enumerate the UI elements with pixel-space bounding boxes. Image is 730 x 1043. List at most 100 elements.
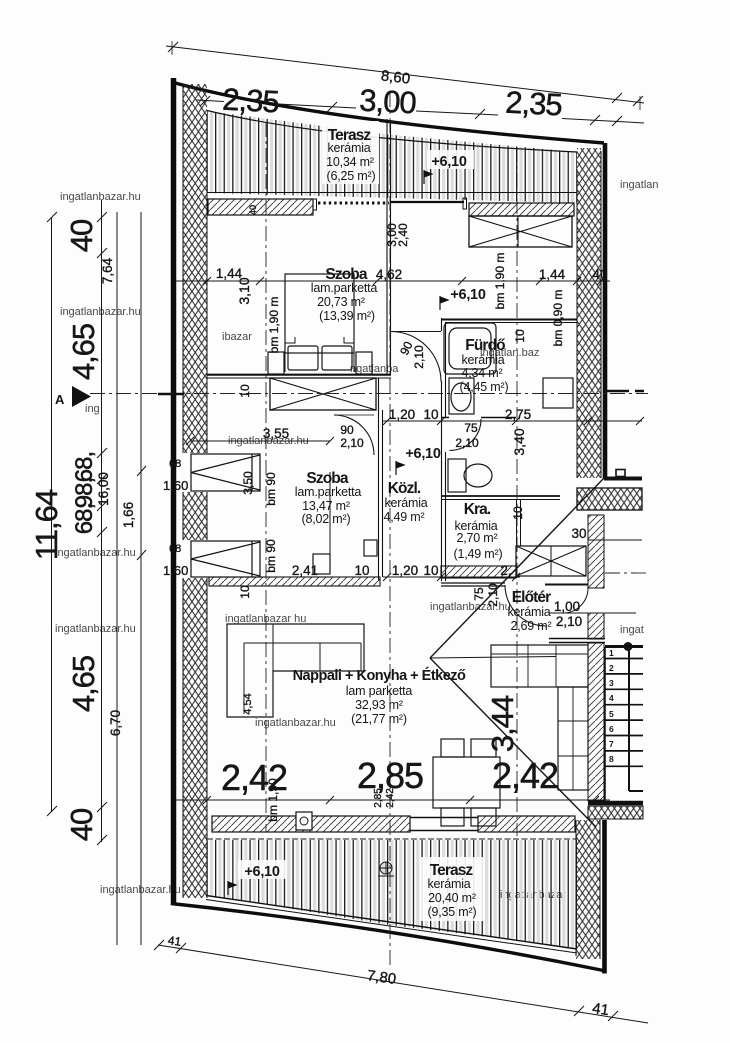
svg-text:2,70 m²: 2,70 m² (457, 531, 498, 545)
svg-text:(4,45 m²): (4,45 m²) (460, 380, 509, 394)
svg-text:Terasz: Terasz (328, 127, 372, 144)
svg-text:41: 41 (591, 1000, 610, 1019)
svg-text:3: 3 (609, 678, 614, 688)
svg-text:1,60: 1,60 (163, 563, 188, 578)
svg-text:2,10: 2,10 (556, 614, 582, 629)
svg-text:ing: ing (85, 403, 100, 415)
svg-text:4: 4 (609, 693, 614, 703)
svg-text:Közl.: Közl. (388, 480, 421, 497)
svg-text:1,44: 1,44 (539, 267, 566, 282)
svg-text:5: 5 (609, 709, 614, 719)
svg-text:3,00: 3,00 (359, 83, 418, 121)
svg-text:1,44: 1,44 (216, 266, 243, 281)
svg-text:40: 40 (248, 205, 258, 215)
svg-text:ingatlanbazar.hu: ingatlanbazar.hu (430, 601, 511, 613)
svg-text:ingatlan: ingatlan (620, 179, 659, 191)
svg-text:2,40: 2,40 (396, 223, 410, 247)
svg-text:40: 40 (64, 219, 99, 252)
svg-text:4,54: 4,54 (242, 693, 254, 714)
svg-text:1,00: 1,00 (554, 599, 580, 614)
svg-text:ingatlan.baz: ingatlan.baz (480, 347, 539, 359)
svg-text:4,49 m²: 4,49 m² (384, 510, 425, 524)
svg-text:ingatlanbazar.hu: ingatlanbazar.hu (55, 623, 136, 635)
svg-text:10: 10 (238, 384, 252, 398)
svg-text:ingatlanbazar.hu: ingatlanbazar.hu (60, 191, 141, 203)
svg-text:ingatlanbazar.hu: ingatlanbazar.hu (60, 306, 141, 318)
svg-text:kerámia: kerámia (461, 353, 504, 367)
svg-text:2,85: 2,85 (373, 788, 384, 808)
svg-text:68,: 68, (71, 504, 98, 534)
svg-text:ingatlanbazar.hu: ingatlanbazar.hu (55, 547, 136, 559)
svg-text:(1,49 m²): (1,49 m²) (454, 547, 503, 561)
svg-text:41: 41 (167, 933, 182, 949)
svg-text:11,64: 11,64 (29, 489, 64, 560)
svg-text:10: 10 (423, 563, 438, 578)
svg-text:32,93 m²: 32,93 m² (355, 698, 403, 712)
svg-text:90: 90 (340, 423, 354, 437)
svg-text:Előtér: Előtér (512, 589, 551, 606)
svg-text:68,: 68, (71, 452, 98, 482)
svg-text:10,34 m²: 10,34 m² (326, 155, 374, 169)
svg-text:bm 1,90: bm 1,90 (266, 778, 280, 822)
svg-text:8,60: 8,60 (380, 67, 411, 87)
svg-text:98,: 98, (71, 478, 98, 508)
svg-text:68: 68 (169, 458, 181, 470)
svg-text:6: 6 (609, 724, 614, 734)
svg-text:(9,35 m²): (9,35 m²) (428, 905, 477, 919)
svg-text:8: 8 (609, 754, 614, 764)
svg-text:40: 40 (592, 267, 607, 282)
svg-text:+6,10: +6,10 (431, 154, 466, 170)
svg-text:kerámia: kerámia (384, 496, 427, 510)
svg-text:7: 7 (609, 739, 614, 749)
svg-text:(6,25 m²): (6,25 m²) (327, 169, 376, 183)
svg-text:1,20: 1,20 (389, 407, 415, 422)
svg-text:ingat: ingat (620, 624, 644, 636)
svg-text:2,42: 2,42 (221, 757, 287, 798)
svg-text:Kra.: Kra. (464, 501, 491, 518)
svg-text:4,65: 4,65 (66, 324, 101, 380)
svg-text:10: 10 (238, 585, 252, 599)
svg-text:A: A (55, 392, 65, 407)
svg-text:16,00: 16,00 (96, 472, 111, 506)
svg-text:bm 0,90 m: bm 0,90 m (551, 290, 565, 347)
svg-text:+6,10: +6,10 (450, 287, 485, 303)
svg-text:1,66: 1,66 (121, 502, 136, 528)
svg-text:2,10: 2,10 (486, 583, 500, 607)
svg-text:1,60: 1,60 (163, 478, 188, 493)
svg-text:2,: 2, (500, 563, 511, 578)
svg-text:ngatlanba: ngatlanba (350, 363, 399, 375)
svg-text:2,41: 2,41 (292, 563, 318, 578)
svg-text:2,10: 2,10 (340, 436, 364, 450)
svg-text:bm 1,90 m: bm 1,90 m (493, 253, 507, 310)
svg-text:(21,77 m²): (21,77 m²) (351, 712, 407, 726)
svg-text:2,75: 2,75 (505, 407, 531, 422)
svg-text:20,73 m²: 20,73 m² (317, 295, 365, 309)
svg-text:3,40: 3,40 (511, 428, 527, 455)
svg-text:kerámia: kerámia (454, 519, 497, 533)
svg-text:40: 40 (64, 808, 99, 841)
svg-text:10: 10 (423, 407, 438, 422)
svg-text:bm 90: bm 90 (264, 539, 278, 573)
svg-text:68: 68 (169, 543, 181, 555)
svg-text:7,64: 7,64 (100, 257, 115, 284)
svg-text:10: 10 (513, 329, 527, 343)
svg-text:(8,02 m²): (8,02 m²) (302, 512, 351, 526)
svg-text:3,10: 3,10 (236, 277, 252, 304)
svg-text:+6,10: +6,10 (405, 446, 440, 462)
svg-text:kerámia: kerámia (427, 877, 470, 891)
svg-text:+6,10: +6,10 (244, 864, 279, 880)
svg-text:4,65: 4,65 (66, 656, 101, 712)
svg-text:(13,39 m²): (13,39 m²) (319, 309, 375, 323)
svg-text:6,70: 6,70 (108, 710, 123, 736)
svg-text:ingatlanbazar.hu: ingatlanbazar.hu (255, 717, 336, 729)
svg-text:ibazar: ibazar (222, 331, 252, 343)
svg-text:bm 90: bm 90 (264, 472, 278, 506)
svg-text:lam parketta: lam parketta (346, 684, 413, 698)
svg-text:10: 10 (354, 563, 369, 578)
svg-text:ingatlanbazar.hu: ingatlanbazar.hu (100, 884, 181, 896)
svg-text:75: 75 (464, 421, 478, 435)
svg-text:kerámia: kerámia (327, 141, 370, 155)
svg-text:Fürdő: Fürdő (465, 337, 505, 354)
svg-text:90: 90 (397, 339, 415, 357)
svg-text:Szoba: Szoba (325, 266, 367, 283)
